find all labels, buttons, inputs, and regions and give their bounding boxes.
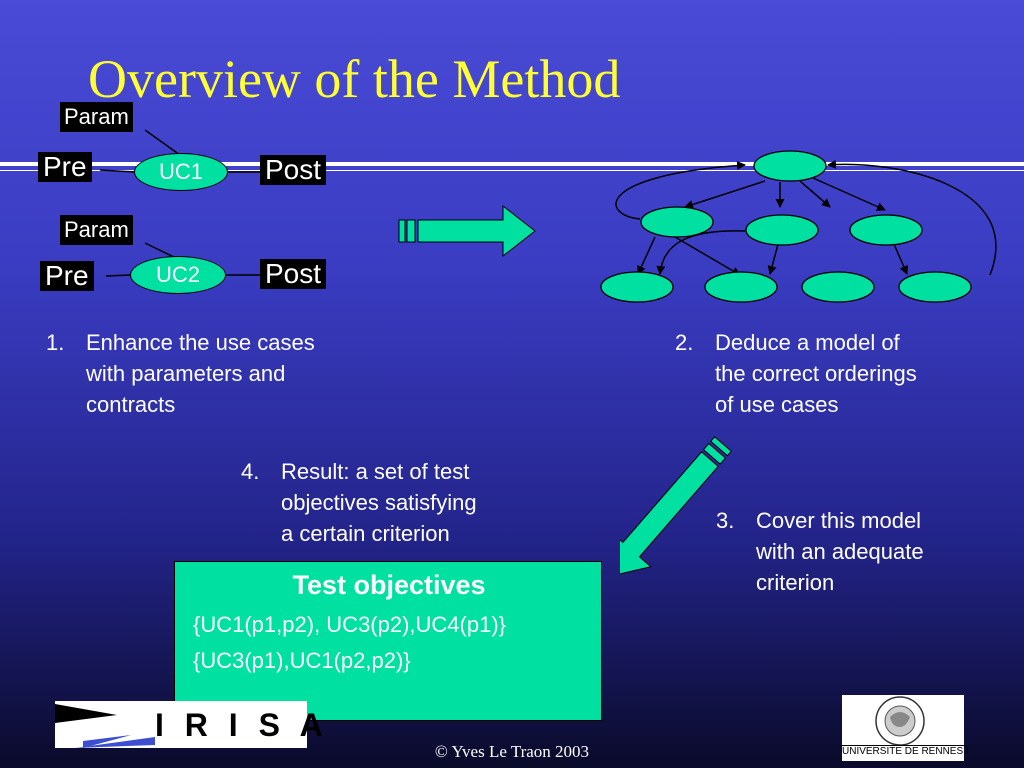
test-objectives-box: Test objectives {UC1(p1,p2), UC3(p2),UC4… [174, 561, 602, 721]
graph-node [898, 271, 972, 303]
uc2-node: UC2 [130, 256, 226, 294]
title-rule-thick [0, 162, 1024, 166]
slide-footer: © Yves Le Traon 2003 [434, 742, 590, 761]
test-objectives-heading: Test objectives [292, 570, 486, 600]
uc2-pre-label: Pre [40, 261, 94, 291]
step-4: 4. Result: a set of test objectives sati… [241, 456, 561, 551]
uc1-pre-label: Pre [38, 152, 92, 182]
step-number: 3. [716, 508, 735, 533]
irisa-logo: I R I S A [55, 701, 323, 748]
uc2-post-label: Post [260, 259, 327, 289]
irisa-logo-mark [55, 704, 155, 748]
use-case-connectors [99, 129, 262, 277]
step-3: 3. Cover this model with an adequate cri… [716, 505, 996, 600]
graph-node [745, 214, 819, 246]
university-rennes-logo: UNIVERSITE DE RENNES I [842, 695, 969, 761]
uc2-param-label: Param [60, 215, 133, 245]
step-1: 1. Enhance the use cases with parameters… [46, 327, 386, 422]
right-arrow-icon [398, 204, 536, 258]
step-text: Result: a set of test objectives satisfy… [281, 459, 477, 546]
step-text: Enhance the use cases with parameters an… [86, 330, 315, 417]
step-2: 2. Deduce a model of the correct orderin… [675, 327, 975, 422]
step-number: 2. [675, 330, 694, 355]
uc1-param-label: Param [60, 102, 133, 132]
graph-node [753, 150, 827, 182]
university-name: UNIVERSITE DE RENNES I [842, 745, 969, 757]
objective-line: {UC3(p1),UC1(p2,p2)} [193, 648, 411, 673]
university-seal-icon [875, 696, 925, 746]
slide-title: Overview of the Method [88, 49, 621, 109]
step-number: 4. [241, 459, 260, 484]
diagonal-arrow-icon [620, 436, 733, 578]
step-number: 1. [46, 330, 65, 355]
ordering-model-graph [600, 150, 997, 303]
graph-node [640, 206, 714, 238]
uc1-node: UC1 [134, 153, 228, 191]
objective-line: {UC1(p1,p2), UC3(p2),UC4(p1)} [193, 612, 507, 637]
graph-node [600, 271, 674, 303]
step-text: Deduce a model of the correct orderings … [715, 330, 917, 417]
graph-node [849, 214, 923, 246]
title-rule-thin [0, 170, 1024, 171]
graph-node [801, 271, 875, 303]
step-text: Cover this model with an adequate criter… [756, 508, 924, 595]
graph-node [704, 271, 778, 303]
irisa-logo-text: I R I S A [155, 707, 329, 743]
uc1-post-label: Post [260, 155, 327, 185]
